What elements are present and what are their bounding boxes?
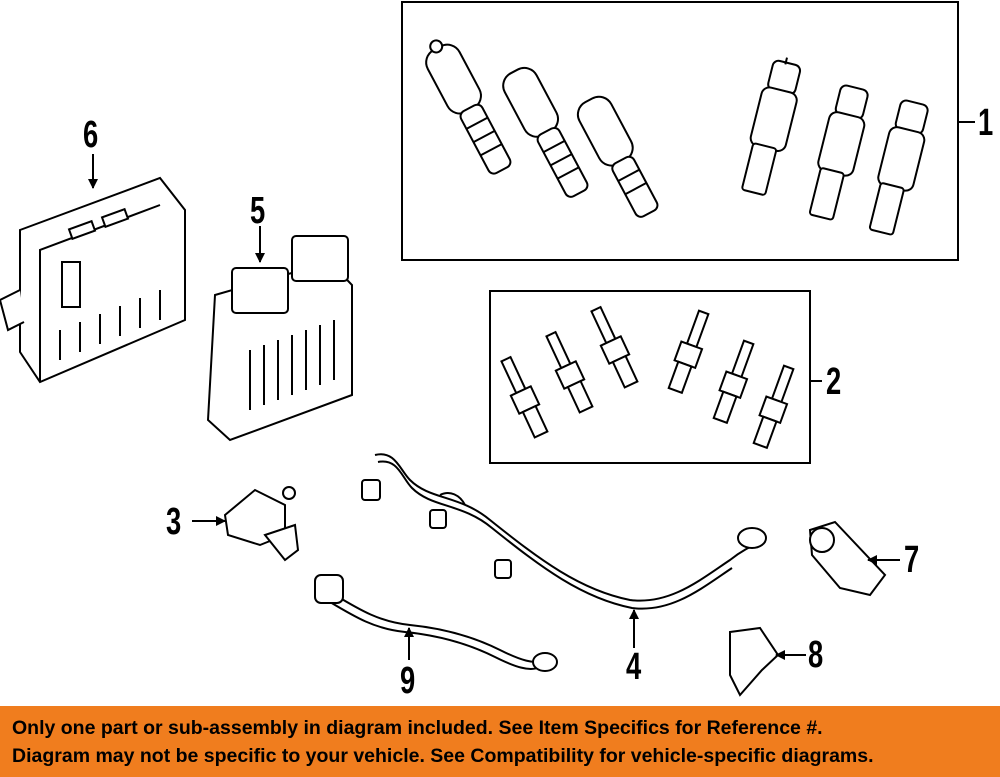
- callout-5: 5: [250, 190, 266, 232]
- ignition-coil-a: [425, 39, 512, 175]
- ignition-coil-d: [741, 57, 802, 196]
- callout-1: 1: [978, 102, 994, 144]
- callout-3: 3: [166, 501, 182, 543]
- ignition-coil-group: [401, 1, 975, 261]
- spark-plug-3: [590, 305, 639, 389]
- wiring-harness: [361, 453, 767, 648]
- disclaimer-line-2: Diagram may not be specific to your vehi…: [12, 745, 874, 767]
- module-bracket: [0, 154, 186, 384]
- spark-plug-4: [667, 309, 710, 395]
- disclaimer-banner: Only one part or sub-assembly in diagram…: [0, 706, 1000, 777]
- callout-6: 6: [83, 114, 99, 156]
- spark-plug-group: [489, 290, 822, 464]
- spark-plug-box: [489, 290, 811, 464]
- spark-plug-1: [500, 355, 549, 439]
- spark-plug-2: [545, 330, 594, 414]
- parts-diagram: [0, 1, 975, 697]
- engine-control-module: [206, 226, 353, 442]
- ignition-coil-f: [868, 99, 929, 236]
- callout-4: 4: [626, 646, 642, 688]
- sensor-part-7: [808, 520, 900, 597]
- spark-plug-5: [712, 339, 755, 425]
- ignition-coil-e: [808, 84, 869, 221]
- callout-9: 9: [400, 660, 416, 702]
- wiring-lead: [314, 574, 558, 672]
- spark-plug-6: [752, 364, 795, 450]
- disclaimer-line-1: Only one part or sub-assembly in diagram…: [12, 717, 823, 739]
- callout-7: 7: [904, 539, 920, 581]
- ignition-coil-box: [401, 1, 959, 261]
- sensor-part-8: [729, 626, 806, 697]
- ignition-coil-c: [576, 95, 659, 218]
- callout-2: 2: [826, 361, 842, 403]
- callout-8: 8: [808, 634, 824, 676]
- sensor-part-3: [192, 486, 300, 562]
- ignition-coil-b: [502, 66, 589, 198]
